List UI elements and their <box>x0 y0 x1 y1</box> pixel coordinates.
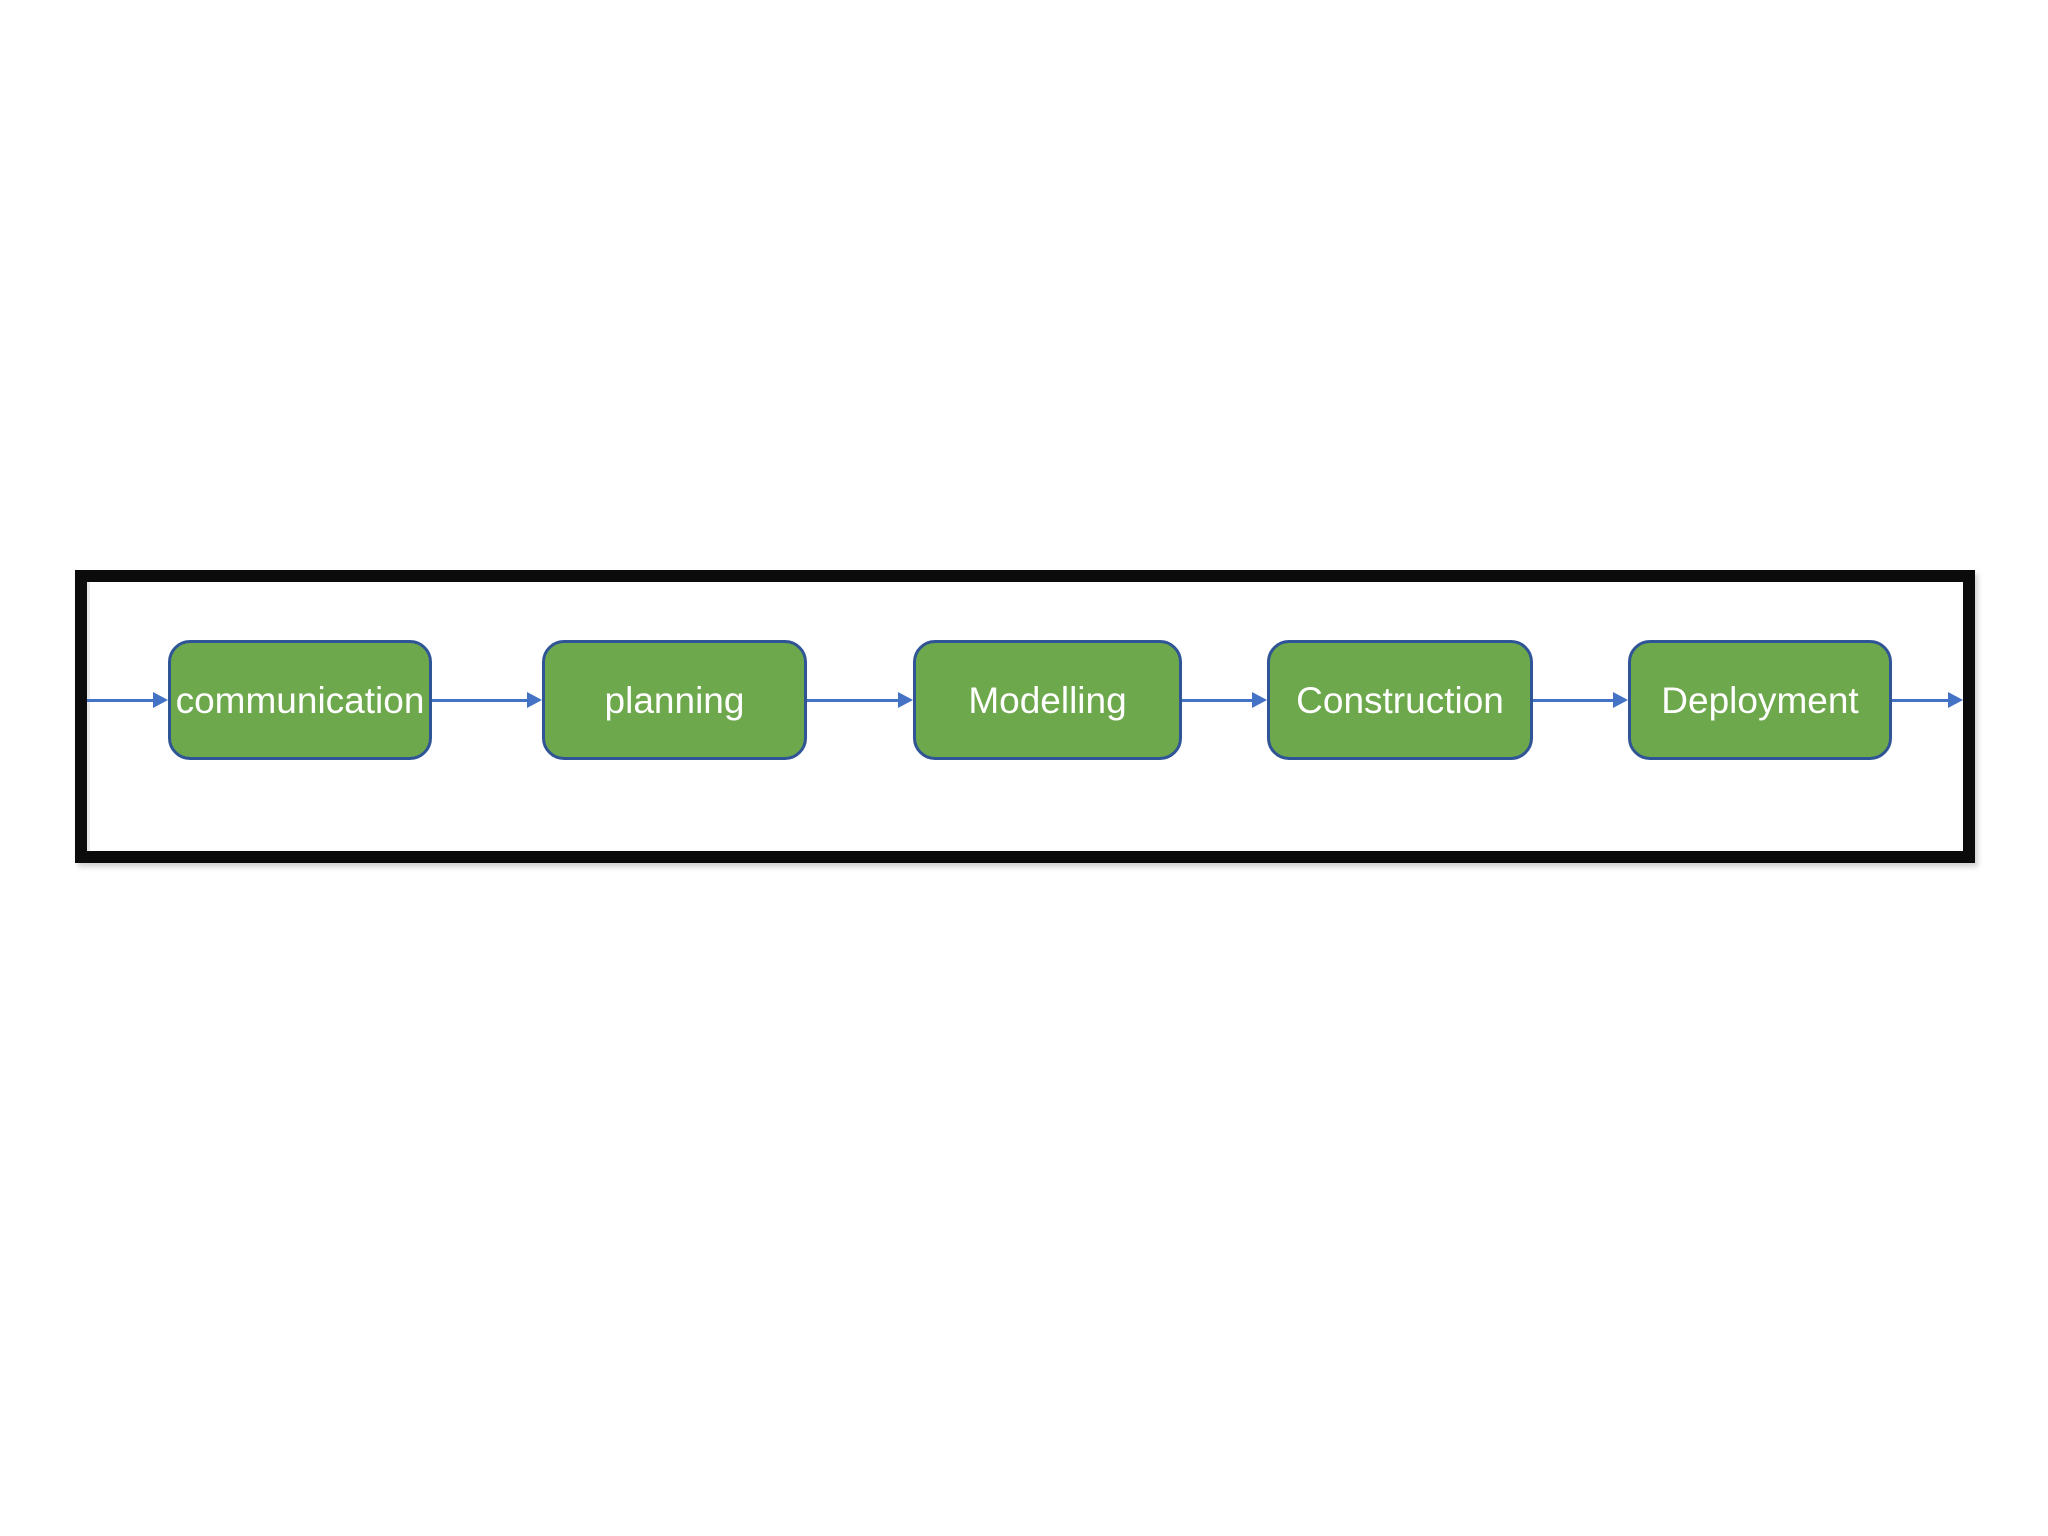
stage-label: Construction <box>1296 679 1504 721</box>
flow-arrow-into-communication <box>87 692 168 708</box>
arrow-shaft <box>1533 698 1617 702</box>
stage-box-deployment: Deployment <box>1628 640 1892 760</box>
flow-arrow-modelling-to-construction <box>1182 692 1267 708</box>
flow-arrow-out-of-deployment <box>1892 692 1963 708</box>
arrow-shaft <box>807 698 902 702</box>
flow-arrow-communication-to-planning <box>432 692 542 708</box>
stage-label: communication <box>175 679 425 721</box>
arrow-shaft <box>1892 698 1952 702</box>
stage-box-communication: communication <box>168 640 432 760</box>
arrow-shaft <box>1182 698 1256 702</box>
stage-box-modelling: Modelling <box>913 640 1182 760</box>
flow-arrow-planning-to-modelling <box>807 692 913 708</box>
stage-label: planning <box>604 679 745 721</box>
arrow-head-icon <box>1252 692 1267 708</box>
arrow-head-icon <box>898 692 913 708</box>
stage-label: Modelling <box>968 679 1127 721</box>
arrow-shaft <box>87 698 157 702</box>
arrow-head-icon <box>153 692 168 708</box>
arrow-head-icon <box>1613 692 1628 708</box>
flow-arrow-construction-to-deployment <box>1533 692 1628 708</box>
arrow-head-icon <box>1948 692 1963 708</box>
arrow-shaft <box>432 698 531 702</box>
stage-box-planning: planning <box>542 640 807 760</box>
arrow-head-icon <box>527 692 542 708</box>
stage-label: Deployment <box>1661 679 1859 721</box>
stage-box-construction: Construction <box>1267 640 1533 760</box>
